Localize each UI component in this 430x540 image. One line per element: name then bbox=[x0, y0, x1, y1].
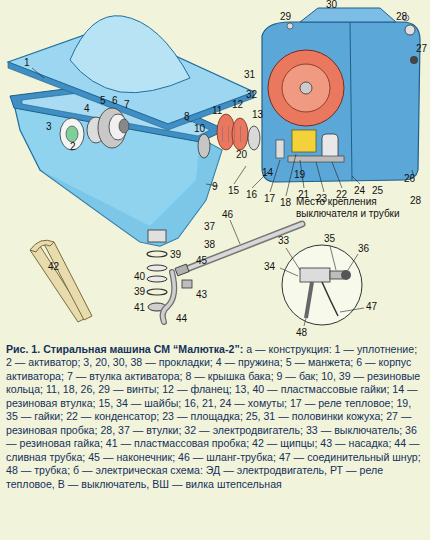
callout-number: 2 bbox=[70, 142, 76, 153]
motor-face bbox=[282, 64, 330, 112]
callout-number: 4 bbox=[84, 104, 90, 115]
tank-shade bbox=[40, 138, 222, 246]
hose-tip bbox=[175, 264, 189, 276]
callout-number: 37 bbox=[204, 222, 215, 233]
caption-title: Рис. 1. Стиральная машина СМ “Малютка-2”… bbox=[6, 343, 243, 355]
callout-number: 42 bbox=[48, 262, 59, 273]
callout-number: 46 bbox=[222, 210, 233, 221]
hose-inner bbox=[184, 224, 302, 270]
callout-number: 14 bbox=[262, 168, 273, 179]
lid-dome bbox=[70, 16, 190, 93]
callout-number: 48 bbox=[296, 328, 307, 339]
callout-number: 9 bbox=[212, 182, 218, 193]
callout-number: 43 bbox=[196, 290, 207, 301]
tongs bbox=[30, 240, 92, 322]
callout-number: 24 bbox=[354, 186, 365, 197]
housing-seam bbox=[350, 22, 352, 180]
callout-number: 7 bbox=[124, 100, 130, 111]
callout-number: 15 bbox=[228, 186, 239, 197]
callout-number: 1 bbox=[24, 58, 30, 69]
drain-parts bbox=[147, 230, 167, 311]
platform bbox=[288, 156, 344, 162]
screw bbox=[287, 23, 293, 29]
housing-top bbox=[300, 8, 396, 22]
callout-number: 28 bbox=[410, 196, 421, 207]
callout-number: 5 bbox=[100, 96, 106, 107]
callout-number: 10 bbox=[194, 124, 205, 135]
callout-number: 45 bbox=[196, 256, 207, 267]
callout-number: 6 bbox=[112, 96, 118, 107]
switch-knob bbox=[405, 25, 415, 35]
callout-number: 36 bbox=[358, 244, 369, 255]
tank-flange bbox=[198, 134, 210, 158]
callout-number: 19 bbox=[294, 170, 305, 181]
callout-number: 12 bbox=[232, 100, 243, 111]
drain-tube-inner bbox=[163, 272, 175, 322]
callout-number: 39 bbox=[134, 287, 145, 298]
electric-motor bbox=[268, 50, 344, 126]
callout-number: 26 bbox=[404, 174, 415, 185]
detail-heading: Место крепления выключателя и трубки bbox=[296, 196, 418, 219]
callout-number: 30 bbox=[326, 0, 337, 11]
callout-number: 29 bbox=[280, 12, 291, 23]
callout-number: 3 bbox=[46, 122, 52, 133]
motor-housing bbox=[262, 22, 420, 182]
figure-caption: Рис. 1. Стиральная машина СМ “Малютка-2”… bbox=[6, 343, 424, 491]
callout-number: 11 bbox=[212, 106, 222, 117]
drain-tube bbox=[163, 272, 175, 322]
callout-number: 13 bbox=[252, 110, 263, 121]
callout-number: 31 bbox=[244, 70, 255, 81]
callout-number: 39 bbox=[170, 250, 181, 261]
callout-number: 27 bbox=[416, 44, 427, 55]
callout-number: 18 bbox=[280, 198, 291, 209]
caption-text: а — конструкция: 1 — уплотнение; 2 — акт… bbox=[6, 343, 421, 490]
callout-number: 44 bbox=[176, 314, 187, 325]
thermal-relay bbox=[292, 130, 316, 152]
callout-number: 28 bbox=[396, 12, 407, 23]
rubber-plug bbox=[410, 56, 418, 64]
clamp bbox=[276, 140, 284, 158]
callout-number: 16 bbox=[246, 190, 257, 201]
callout-number: 47 bbox=[366, 302, 377, 313]
callout-number: 32 bbox=[246, 90, 257, 101]
callout-number: 25 bbox=[372, 186, 383, 197]
callout-number: 38 bbox=[204, 240, 215, 251]
callout-number: 35 bbox=[324, 234, 335, 245]
callout-number: 33 bbox=[278, 236, 289, 247]
callout-number: 17 bbox=[264, 194, 275, 205]
nozzle bbox=[182, 280, 192, 288]
callout-number: 40 bbox=[134, 272, 145, 283]
callout-number: 34 bbox=[264, 262, 275, 273]
motor-shaft bbox=[300, 82, 312, 94]
callout-number: 20 bbox=[236, 150, 247, 161]
callout-number: 8 bbox=[184, 112, 190, 123]
callout-number: 41 bbox=[134, 303, 145, 314]
switch-mount-detail bbox=[280, 245, 364, 326]
hose bbox=[184, 224, 302, 270]
lid-rim-edge bbox=[8, 62, 254, 130]
